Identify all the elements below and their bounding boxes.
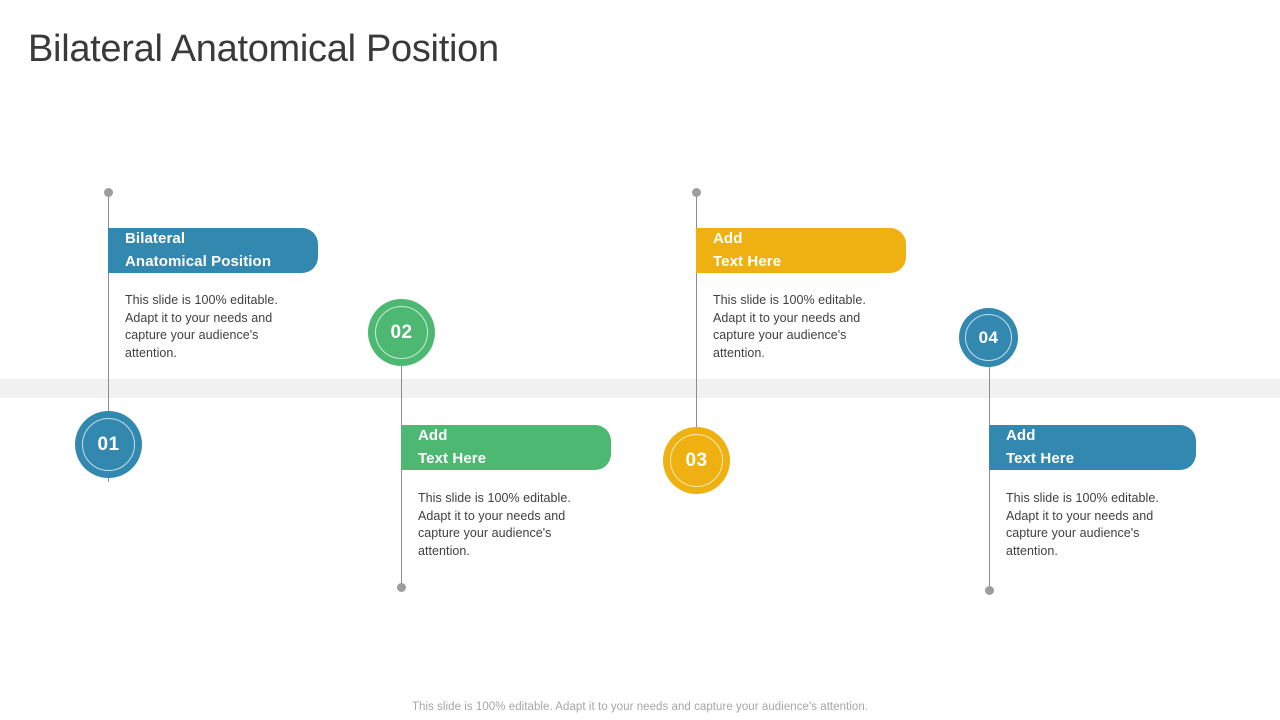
axis-dot-top xyxy=(104,188,113,197)
item-banner-2[interactable]: Add Text Here xyxy=(401,425,611,470)
axis-line xyxy=(696,192,697,432)
item-heading-line1: Add xyxy=(418,427,448,444)
badge-number: 02 xyxy=(390,322,413,343)
badge-number: 01 xyxy=(97,434,120,455)
badge-ring xyxy=(965,314,1012,361)
badge-number: 03 xyxy=(685,450,708,471)
item-heading-line2: Anatomical Position xyxy=(125,252,272,270)
item-heading-line2: Text Here xyxy=(713,252,782,270)
badge-ring xyxy=(375,306,428,359)
item-body-3: This slide is 100% editable. Adapt it to… xyxy=(713,293,866,360)
badge-number: 04 xyxy=(978,328,999,347)
badge-ring xyxy=(82,418,135,471)
item-number-badge-3[interactable]: 03 xyxy=(663,427,730,494)
item-number-badge-4[interactable]: 04 xyxy=(959,308,1018,367)
item-heading-line2: Text Here xyxy=(1006,449,1075,467)
item-heading-line2: Text Here xyxy=(418,449,487,467)
item-body-2: This slide is 100% editable. Adapt it to… xyxy=(418,491,571,558)
axis-dot-top xyxy=(692,188,701,197)
item-body-1: This slide is 100% editable. Adapt it to… xyxy=(125,293,278,360)
item-banner-4[interactable]: Add Text Here xyxy=(989,425,1196,470)
item-banner-3[interactable]: Add Text Here xyxy=(696,228,906,273)
item-heading-line1: Add xyxy=(1006,427,1036,444)
page-title: Bilateral Anatomical Position xyxy=(28,28,499,70)
background-band xyxy=(0,379,1280,398)
axis-line xyxy=(108,192,109,482)
axis-dot-bottom xyxy=(397,583,406,592)
item-body-4: This slide is 100% editable. Adapt it to… xyxy=(1006,491,1159,558)
item-heading-line1: Bilateral xyxy=(125,230,186,247)
badge-ring xyxy=(670,434,723,487)
footer-note: This slide is 100% editable. Adapt it to… xyxy=(411,701,869,713)
item-heading-line1: Add xyxy=(713,230,743,247)
item-number-badge-2[interactable]: 02 xyxy=(368,299,435,366)
item-banner-1[interactable]: Bilateral Anatomical Position xyxy=(108,228,318,273)
axis-dot-bottom xyxy=(985,586,994,595)
item-number-badge-1[interactable]: 01 xyxy=(75,411,142,478)
